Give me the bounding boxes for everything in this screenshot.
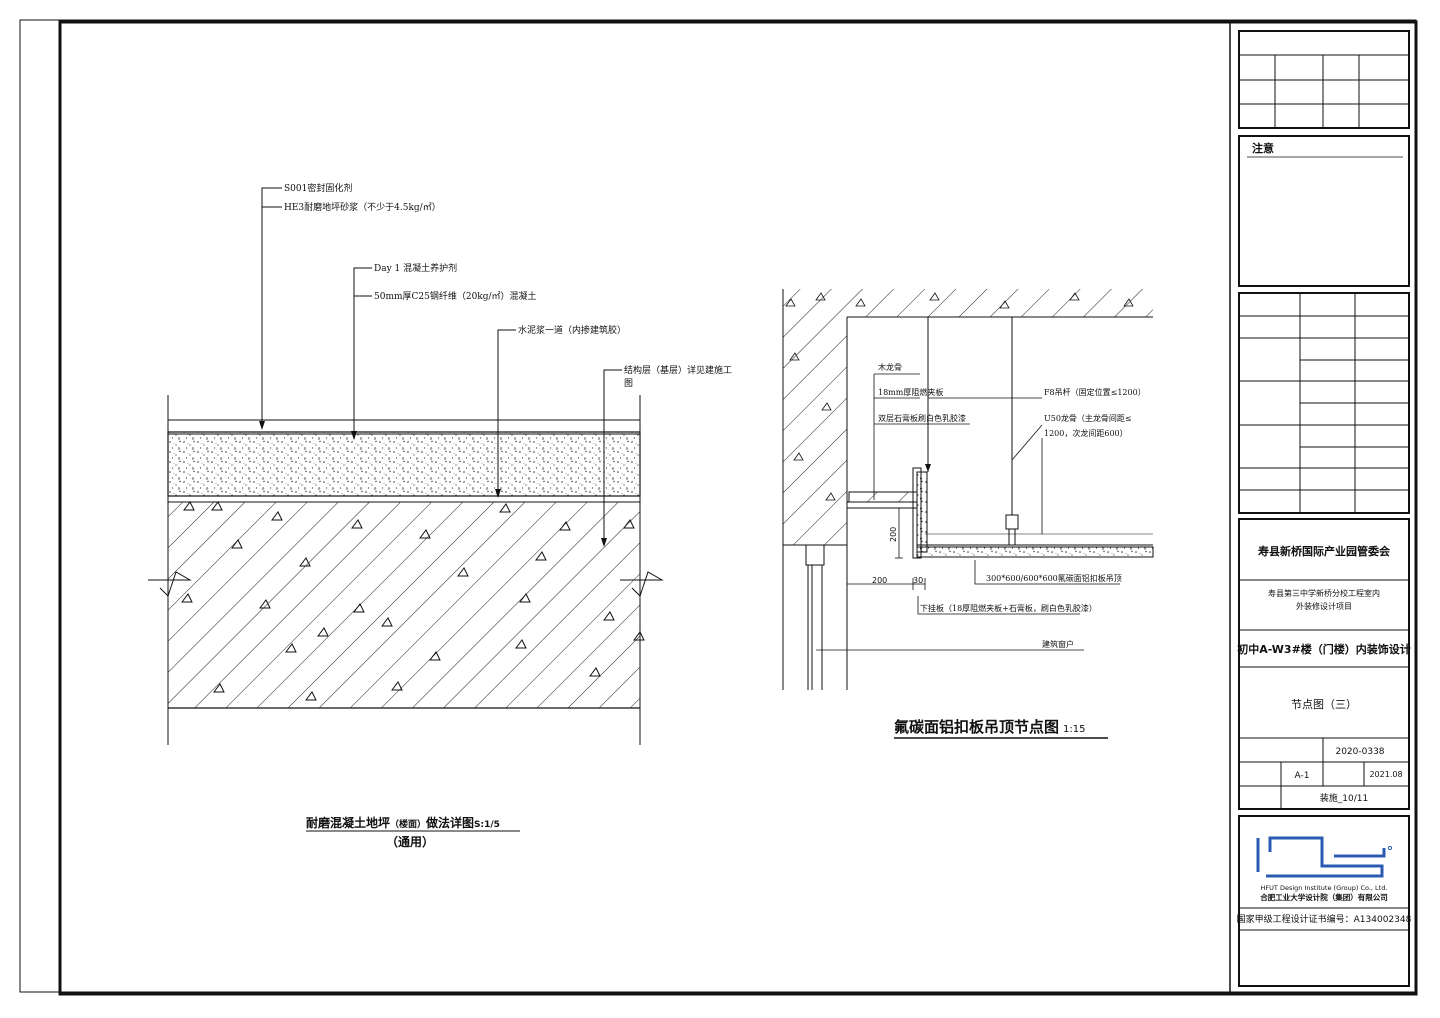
company-name-en: HFUT Design Institute (Group) Co., Ltd.: [1261, 884, 1388, 892]
floor-label-5: 水泥浆一道（内掺建筑胶）: [518, 324, 626, 336]
dim-horizontal-30: 30: [913, 576, 923, 585]
certificate-number: 国家甲级工程设计证书编号：A134002348: [1237, 913, 1412, 925]
sheet-number: 装施_10/11: [1320, 792, 1368, 804]
dim-horizontal-200: 200: [872, 576, 887, 585]
ceiling-label-4: F8吊杆（固定位置≤1200）: [1044, 387, 1146, 397]
ceiling-label-3: 双层石膏板刷白色乳胶漆: [878, 413, 966, 423]
floor-detail: S001密封固化剂 HE3耐磨地坪砂浆（不少于4.5kg/㎡） Day 1 混凝…: [148, 182, 732, 849]
floor-label-2: HE3耐磨地坪砂浆（不少于4.5kg/㎡）: [284, 201, 441, 213]
drawing-frame: [58, 20, 1418, 996]
issue-date: 2021.08: [1369, 770, 1402, 779]
floor-label-6: 结构层（基层）详见建施工: [624, 364, 732, 376]
ceiling-label-2: 18mm厚阻燃夹板: [878, 387, 943, 397]
floor-label-4: 50mm厚C25钢纤维（20kg/㎡）混凝土: [374, 290, 537, 302]
ceiling-label-7: 300*600/600*600氟碳面铝扣板吊顶: [986, 573, 1122, 583]
project-number: 2020-0338: [1335, 747, 1384, 757]
ceiling-detail: 200 200 30 木龙骨 18mm厚阻燃夹板 双层石膏板刷白色乳胶漆 F8吊…: [782, 289, 1154, 739]
client-name: 寿县新桥国际产业园管委会: [1258, 544, 1391, 558]
ceiling-label-6: 1200，次龙间距600）: [1044, 428, 1128, 438]
floor-label-1: S001密封固化剂: [284, 182, 352, 194]
company-logo: [1256, 836, 1393, 878]
floor-detail-title: 耐磨混凝土地坪（楼面）做法详图S:1/5: [306, 815, 500, 830]
mortar-layer: [167, 431, 641, 497]
dim-vertical-200: 200: [889, 527, 898, 542]
ceiling-label-8: 下挂板（18厚阻燃夹板+石膏板，刷白色乳胶漆）: [920, 603, 1097, 613]
drawing-scope: 初中A-W3#楼（门楼）内装饰设计: [1237, 642, 1411, 656]
project-name-line2: 外装修设计项目: [1296, 601, 1352, 611]
stage: A-1: [1295, 771, 1310, 781]
company-name-cn: 合肥工业大学设计院（集团）有限公司: [1260, 892, 1388, 902]
title-block: [1229, 22, 1410, 994]
floor-label-7: 图: [624, 378, 633, 389]
project-name-line1: 寿县第三中学新桥分校工程室内: [1268, 588, 1380, 598]
ceiling-label-5: U50龙骨（主龙骨间距≤: [1044, 413, 1132, 423]
structural-slab: [168, 502, 640, 708]
ceiling-label-9: 建筑窗户: [1042, 639, 1074, 649]
floor-detail-subtitle: （通用）: [386, 834, 434, 849]
floor-label-3: Day 1 混凝土养护剂: [374, 262, 457, 274]
ceiling-label-1: 木龙骨: [878, 362, 902, 372]
drawing-title: 节点图（三）: [1291, 698, 1357, 711]
notes-label: 注意: [1252, 141, 1274, 155]
